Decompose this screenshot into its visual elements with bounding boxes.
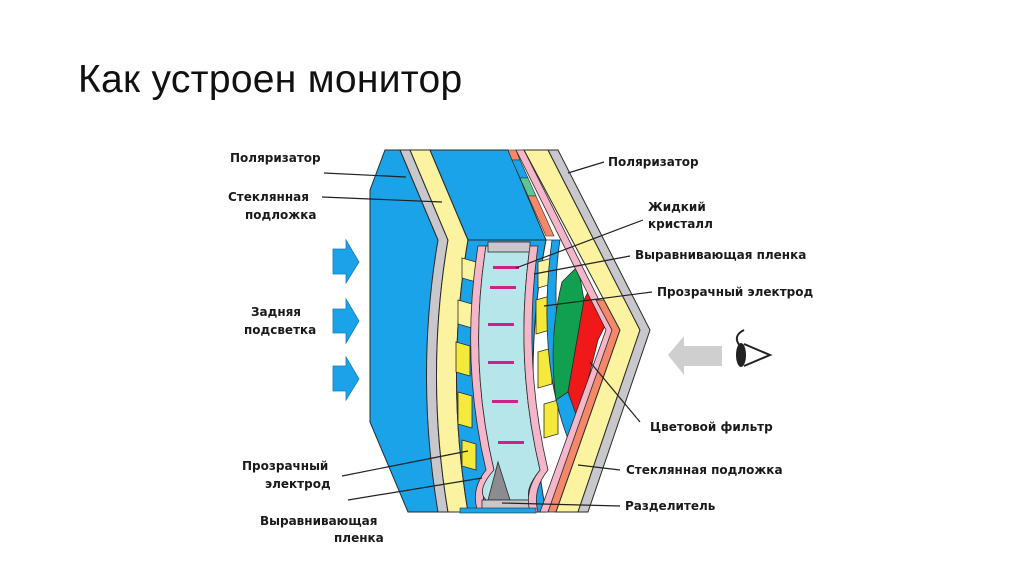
label-color-filter: Цветовой фильтр xyxy=(650,420,773,434)
label-glass-substrate-right: Стеклянная подложка xyxy=(626,463,783,477)
bottom-strip xyxy=(459,507,537,514)
slide-title: Как устроен монитор xyxy=(78,58,463,101)
label-glass-substrate-left-1: Стеклянная xyxy=(228,190,309,204)
leader-color-filter xyxy=(589,361,641,423)
backlight-arrows xyxy=(332,238,360,402)
leader-liquid-crystal xyxy=(515,219,644,269)
label-transparent-electrode-left-1: Прозрачный xyxy=(242,459,328,473)
leader-transparent-electrode-left xyxy=(341,450,469,477)
backlight-arrow-icon xyxy=(332,297,360,345)
leader-glass-substrate-right xyxy=(577,464,621,471)
label-liquid-crystal-1: Жидкий xyxy=(648,200,706,214)
right-alignment-film xyxy=(523,245,549,513)
backlight-arrow-icon xyxy=(332,238,360,285)
eye-icon xyxy=(735,329,773,367)
leader-glass-substrate-left xyxy=(321,196,443,203)
color-filter-top-strip xyxy=(507,149,555,237)
label-polarizer-left: Поляризатор xyxy=(230,151,321,165)
label-alignment-film-right: Выравнивающая пленка xyxy=(635,248,806,262)
label-liquid-crystal-2: кристалл xyxy=(648,217,713,231)
backlight-arrow-icon xyxy=(332,355,360,402)
label-polarizer-right: Поляризатор xyxy=(608,155,699,169)
right-polarizer-layer xyxy=(547,149,651,513)
top-spacer xyxy=(487,241,531,253)
leader-polarizer-left xyxy=(323,172,407,178)
label-transparent-electrode-right: Прозрачный электрод xyxy=(657,285,813,299)
leader-alignment-film-left xyxy=(347,477,483,501)
leader-transparent-electrode-right xyxy=(543,291,653,307)
right-electrode-blocks xyxy=(535,257,559,439)
label-backlight-1: Задняя xyxy=(251,305,301,319)
left-electrode-blocks xyxy=(455,257,477,471)
label-alignment-film-left-2: пленка xyxy=(334,531,384,545)
leader-polarizer-right xyxy=(567,161,605,174)
label-alignment-film-left-1: Выравнивающая xyxy=(260,514,377,528)
leader-spacer xyxy=(501,502,621,507)
liquid-crystal-molecules xyxy=(488,266,524,444)
label-glass-substrate-left-2: подложка xyxy=(245,208,316,222)
label-transparent-electrode-left-2: электрод xyxy=(265,477,331,491)
label-backlight-2: подсветка xyxy=(244,323,316,337)
leader-alignment-film-right xyxy=(533,255,631,275)
label-spacer: Разделитель xyxy=(625,499,716,513)
viewer-arrow-icon xyxy=(668,336,722,375)
